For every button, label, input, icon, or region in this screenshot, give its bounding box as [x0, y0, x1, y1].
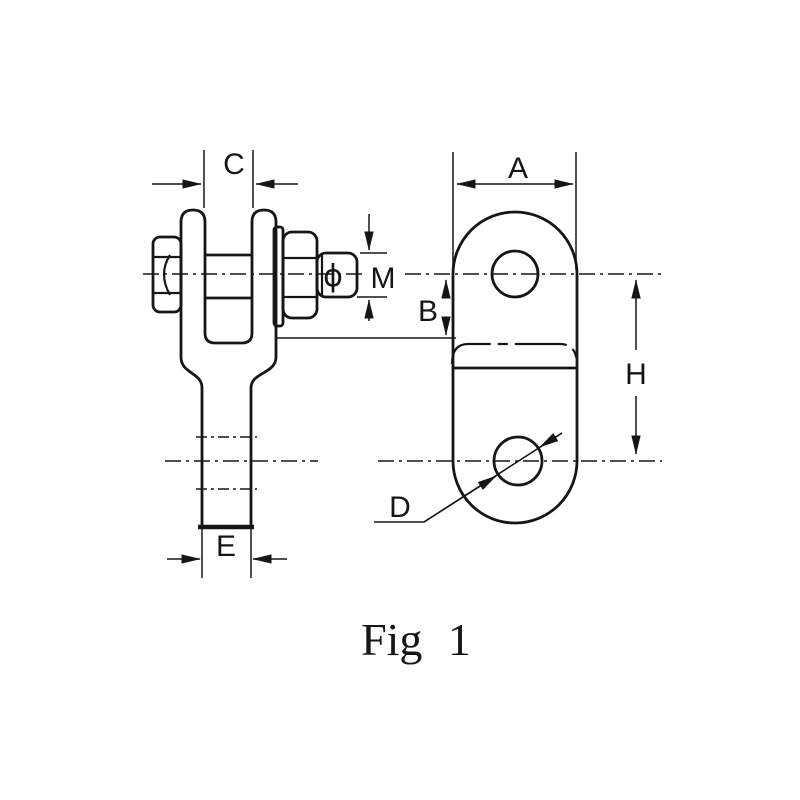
dim-d-arrow-lower — [423, 475, 497, 523]
dimension-a: A — [452, 152, 577, 270]
tongue-step-shoulder-line — [450, 342, 579, 365]
threaded-stub — [315, 251, 359, 299]
centerlines — [143, 273, 662, 490]
dimension-b: B — [277, 279, 456, 339]
dimension-h: H — [625, 279, 647, 455]
clevis-body-taper-left — [179, 356, 204, 527]
dim-label-m: M — [371, 262, 396, 295]
clevis-body-taper-right — [249, 356, 278, 527]
dim-label-a: A — [508, 152, 528, 185]
dim-d-arrow-upper — [539, 432, 563, 448]
bolt-assembly: ϕ — [151, 225, 359, 328]
dim-label-c: C — [223, 148, 245, 181]
dim-c-extension-lines — [203, 150, 254, 208]
dim-label-e: E — [216, 530, 236, 563]
dimension-e: E — [167, 530, 287, 564]
dim-label-h: H — [625, 358, 647, 391]
hex-nut — [281, 230, 319, 320]
dimension-c: C — [152, 148, 298, 208]
phi-diameter-symbol: ϕ — [323, 259, 343, 294]
tongue-plate-outline — [451, 210, 579, 525]
bolt-head-chamfer-arc — [162, 254, 171, 296]
tongue-front-view — [450, 210, 579, 525]
bolt-head-flat-lines — [153, 255, 181, 295]
dim-label-d: D — [389, 491, 411, 524]
dim-label-b: B — [418, 295, 438, 328]
dim-a-extension-lines — [452, 152, 577, 270]
clevis-side-view — [179, 208, 278, 578]
dimension-m: M — [357, 214, 396, 321]
hex-nut-flat-lines — [283, 256, 317, 299]
dimension-d: D — [374, 432, 563, 524]
clevis-jaws-and-slot-outline — [179, 208, 278, 357]
figure-caption: Fig 1 — [361, 614, 471, 665]
